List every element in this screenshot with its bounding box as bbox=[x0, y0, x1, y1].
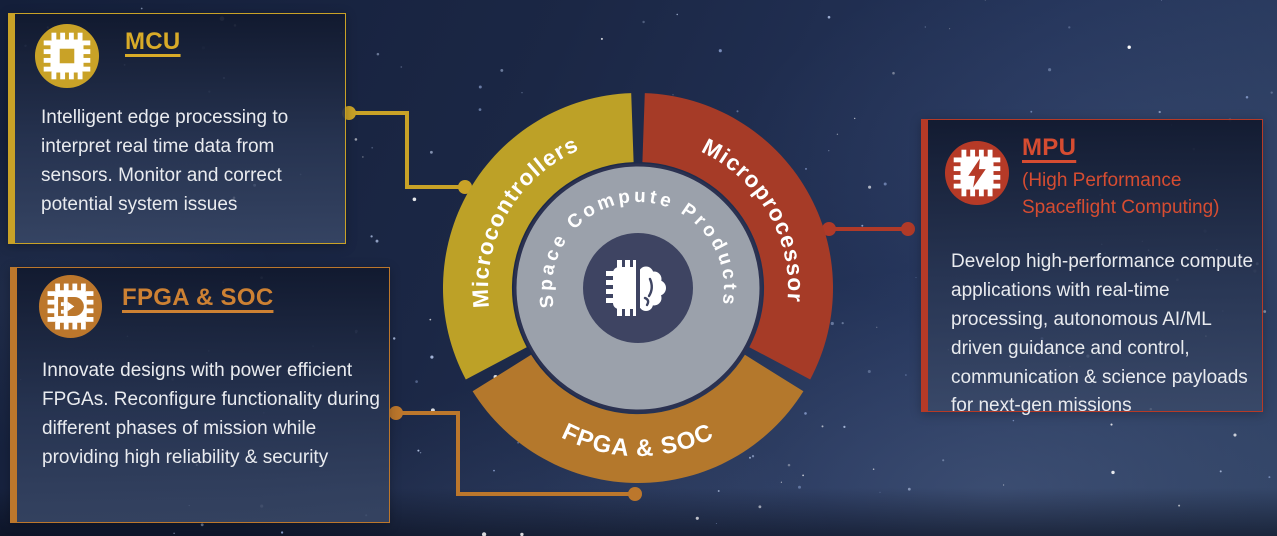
mpu-subtitle: (High Performance Spaceflight Computing) bbox=[1022, 170, 1220, 218]
fpga-chip-icon bbox=[38, 274, 103, 339]
mcu-callout-box: MCU Intelligent edge processing to inter… bbox=[8, 13, 346, 244]
brain-half bbox=[640, 266, 666, 311]
donut-ring bbox=[442, 93, 834, 484]
connector-dot bbox=[822, 222, 836, 236]
mcu-chip-icon bbox=[34, 23, 100, 89]
mpu-callout-box: MPU (High Performance Spaceflight Comput… bbox=[921, 119, 1263, 416]
segment-microcontrollers bbox=[442, 93, 634, 380]
mcu-title: MCU bbox=[125, 28, 181, 55]
connector-dot bbox=[628, 487, 642, 501]
mpu-chip-icon bbox=[944, 140, 1010, 206]
connector-dot bbox=[458, 180, 472, 194]
lightning-bolt-icon bbox=[968, 158, 986, 188]
connector-dot bbox=[389, 406, 403, 420]
hub-circle bbox=[583, 233, 693, 343]
connector-line bbox=[349, 111, 465, 189]
connector-dot bbox=[901, 222, 915, 236]
connector-line bbox=[396, 411, 635, 496]
chip-half bbox=[606, 260, 636, 316]
segment-fpga-soc bbox=[472, 354, 804, 484]
fpga-soc-title: FPGA & SOC bbox=[122, 284, 274, 311]
segment-microprocessor bbox=[642, 93, 834, 380]
mcu-description: Intelligent edge processing to interpret… bbox=[41, 107, 289, 215]
half-chip-half-brain-icon bbox=[606, 260, 666, 316]
mpu-title: MPU bbox=[1022, 134, 1077, 161]
fpga-soc-callout-box: FPGA & SOC Innovate designs with power e… bbox=[10, 267, 390, 523]
fpga-soc-description: Innovate designs with power efficient FP… bbox=[42, 360, 380, 468]
mpu-description: Develop high-performance compute applica… bbox=[951, 251, 1254, 417]
